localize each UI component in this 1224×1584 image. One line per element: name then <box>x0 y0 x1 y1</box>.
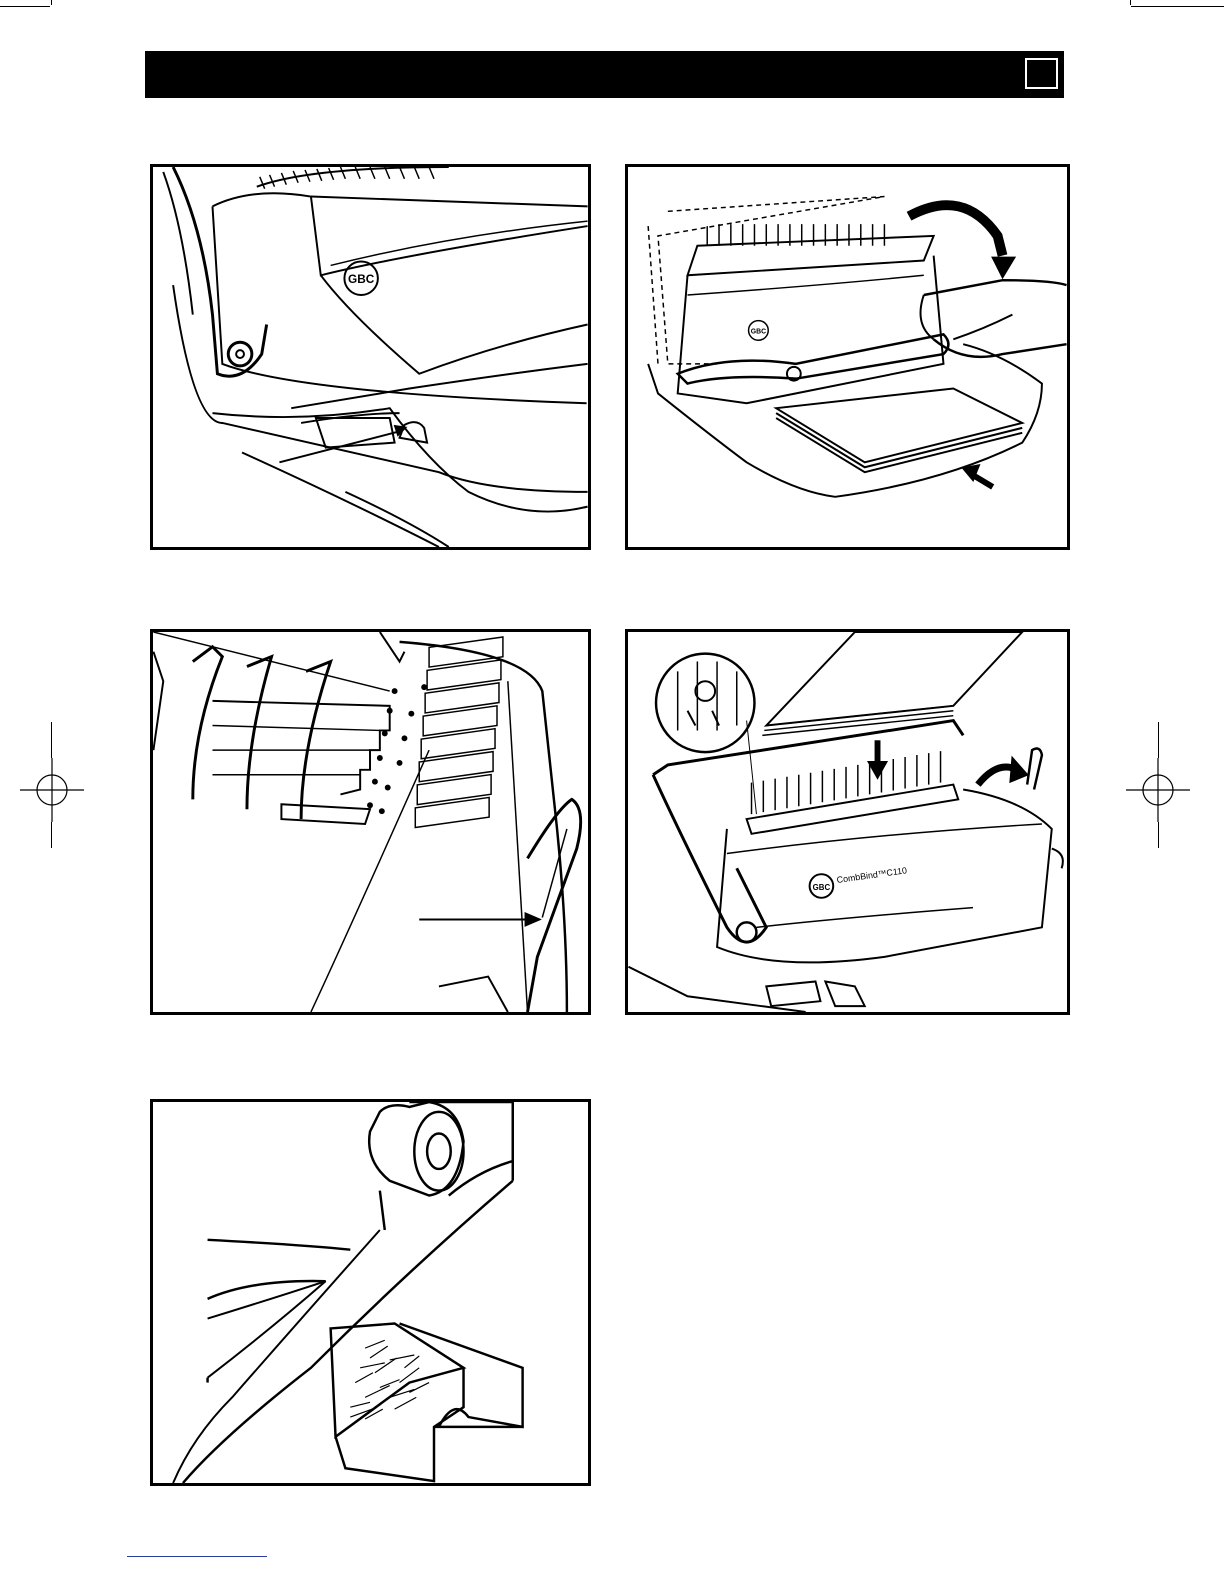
crop-mark-top-left-v <box>51 0 52 5</box>
footer-rule <box>127 1556 267 1557</box>
gbc-logo-text: GBC <box>751 328 766 335</box>
arrow-icon <box>279 431 401 463</box>
arrow-icon <box>973 475 993 487</box>
reg-line-right-bottom <box>1158 822 1159 848</box>
registration-mark-icon <box>20 758 84 822</box>
gbc-logo-text: GBC <box>813 883 831 892</box>
binding-machine-front-illustration: GBC <box>153 167 588 547</box>
illustration-panel-1: GBC <box>150 164 591 550</box>
illustration-panel-3 <box>150 629 591 1015</box>
chip-tray-illustration <box>153 1102 588 1483</box>
reg-line-right <box>1158 722 1159 758</box>
reg-line-left <box>51 722 52 758</box>
crop-mark-top-left-h <box>0 6 50 7</box>
opening-comb-illustration: GBC <box>628 167 1067 547</box>
width-selector-closeup-illustration <box>153 632 588 1012</box>
reg-line-left-bottom <box>51 822 52 848</box>
placing-document-on-comb-illustration: GBC CombBind™C110 <box>628 632 1067 1012</box>
crop-mark-top-right-h <box>1131 6 1224 7</box>
crop-mark-top-right-v <box>1130 0 1131 5</box>
curved-arrow-icon <box>909 205 1003 255</box>
illustration-panel-5 <box>150 1099 591 1486</box>
section-number-box <box>1025 58 1058 89</box>
brand-label: CombBind™C110 <box>836 865 908 885</box>
detail-inset <box>656 654 754 752</box>
section-header-bar <box>145 51 1064 98</box>
illustration-panel-4: GBC CombBind™C110 <box>625 629 1070 1015</box>
registration-mark-icon <box>1126 758 1190 822</box>
gbc-logo-text: GBC <box>348 272 375 286</box>
illustration-panel-2: GBC <box>625 164 1070 550</box>
